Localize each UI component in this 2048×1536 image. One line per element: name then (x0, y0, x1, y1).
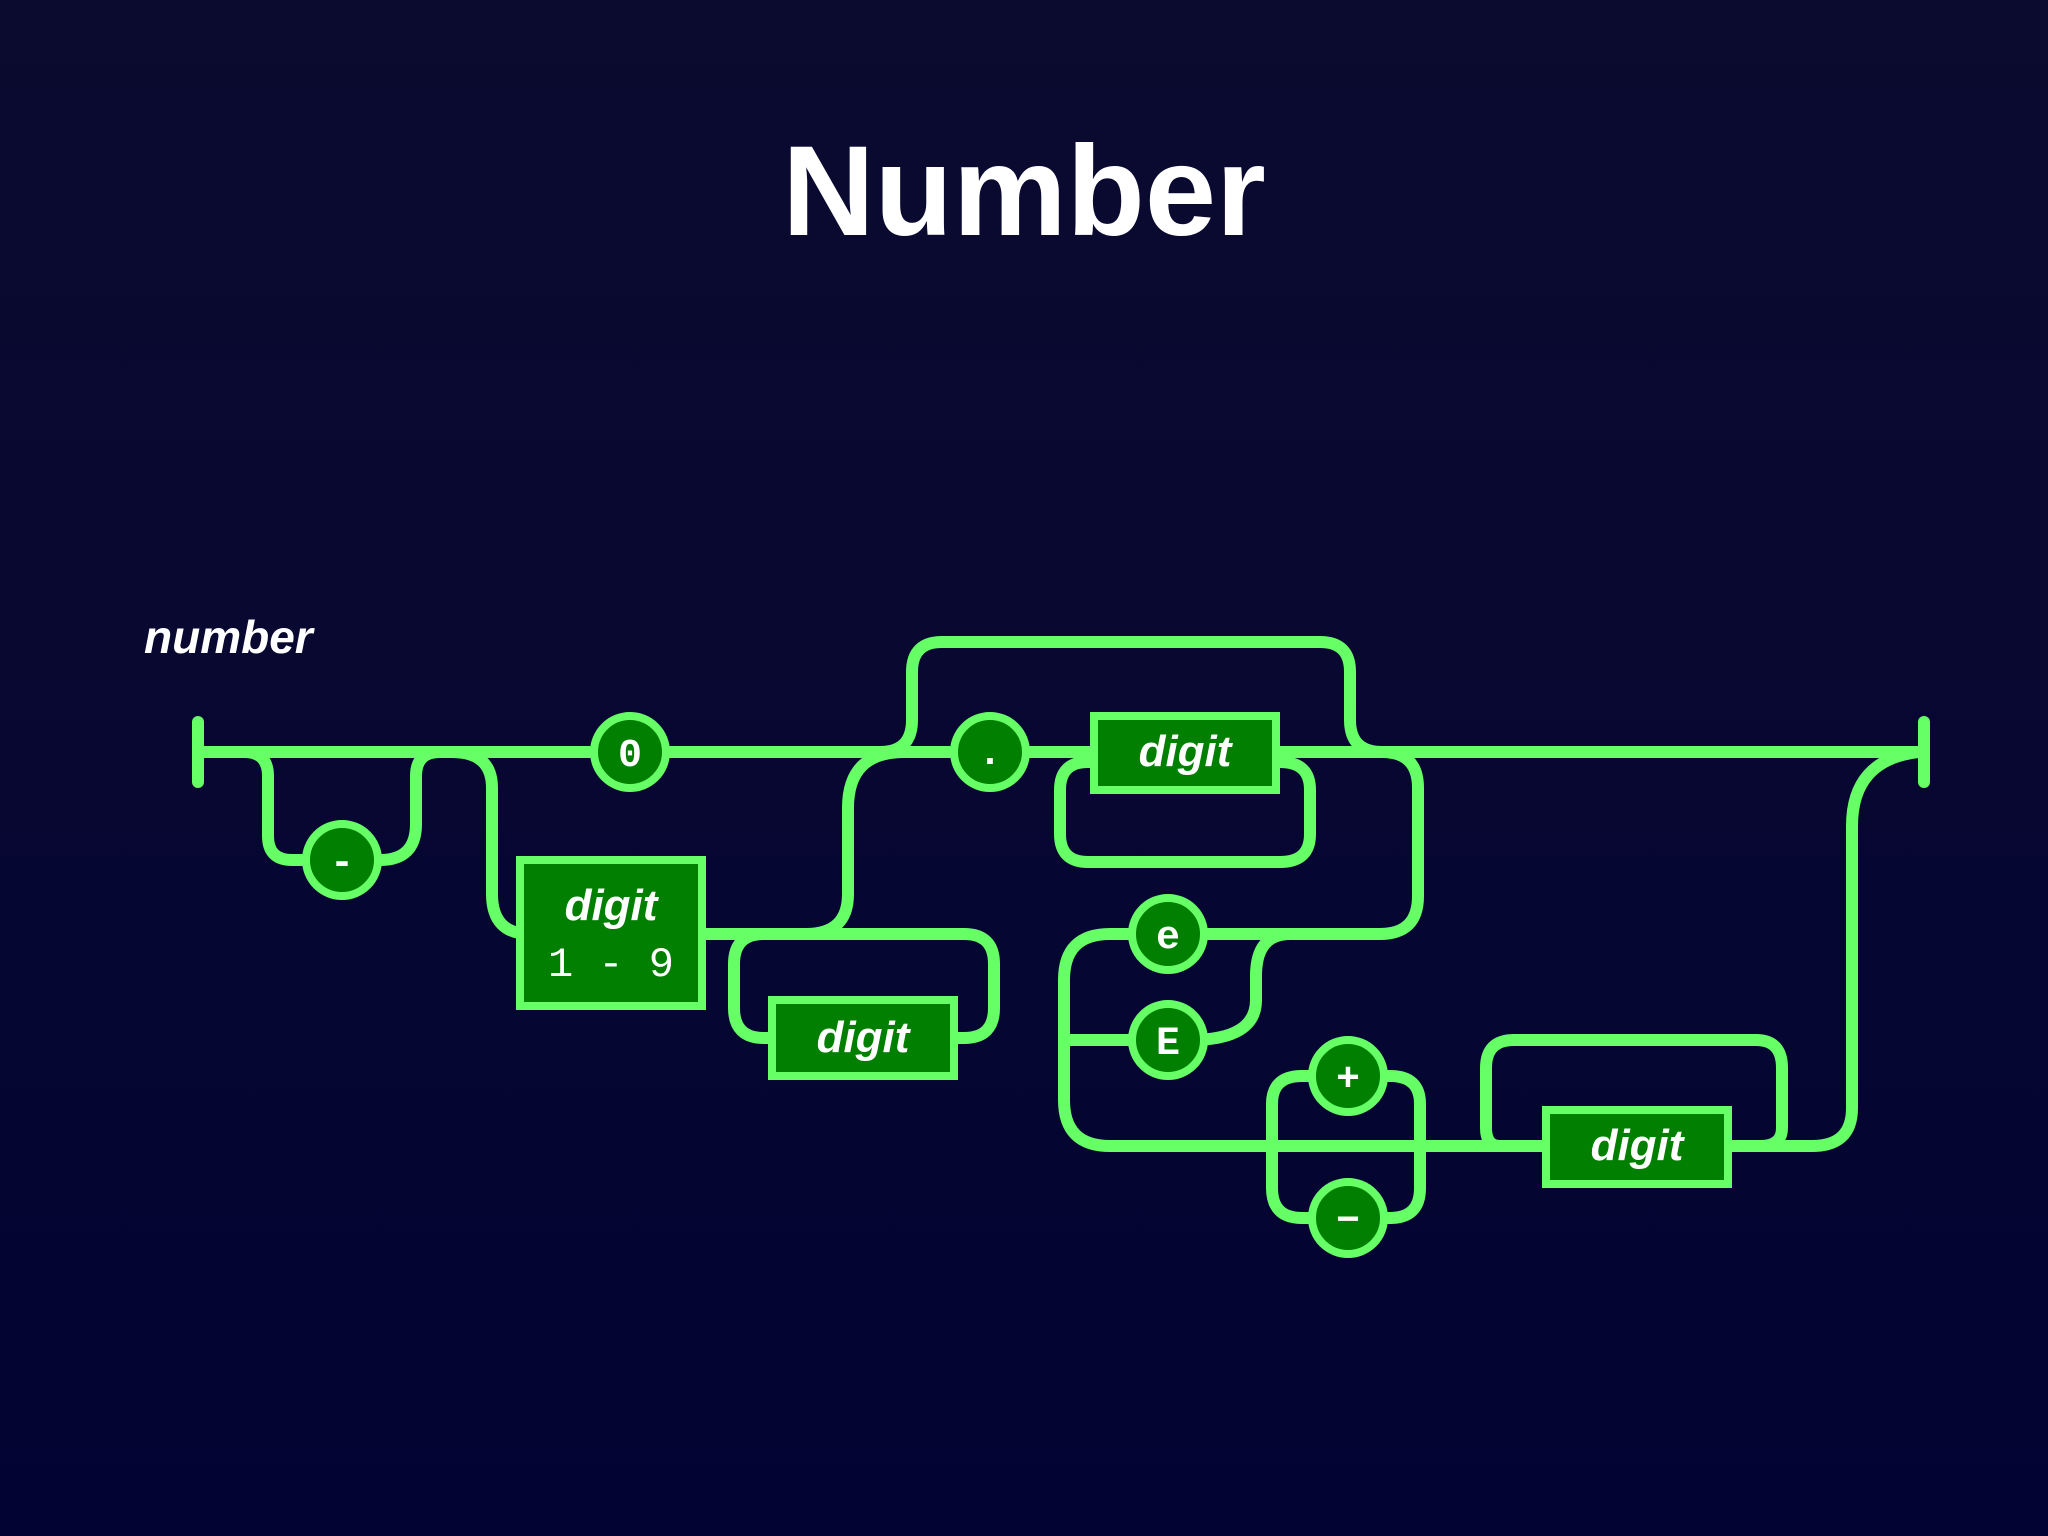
e-upper-label: E (1156, 1022, 1180, 1067)
int-digit-box (768, 996, 958, 1080)
digit-1-9-node: digit 1 - 9 (516, 856, 706, 1010)
exp-digit-node: digit (1542, 1106, 1732, 1188)
fraction-bypass (874, 636, 1388, 758)
exp-digit-label: digit (1591, 1121, 1686, 1170)
zero-node: 0 (590, 712, 670, 792)
frac-digit-label: digit (1139, 727, 1234, 776)
digit-1-9-box (516, 856, 706, 1010)
exp-minus-label: − (1336, 1200, 1360, 1245)
minus-circle (302, 820, 382, 900)
int-digit-loop (728, 928, 1000, 1044)
exp-digit-box (1542, 1106, 1732, 1188)
plus-label: + (1336, 1058, 1360, 1103)
plus-circle (1308, 1036, 1388, 1116)
e-upper-node: E (1128, 1000, 1208, 1080)
frac-digit-node: digit (1090, 712, 1280, 794)
plus-node: + (1308, 1036, 1388, 1116)
rule-name-label: number (144, 611, 313, 663)
e-upper-circle (1128, 1000, 1208, 1080)
digit-1-9-label: digit (565, 881, 660, 930)
e-lower-node: e (1128, 894, 1208, 974)
e-lower-circle (1128, 894, 1208, 974)
exp-minus-circle (1308, 1178, 1388, 1258)
int-digit-node: digit (768, 996, 958, 1080)
exponent-exit (1414, 746, 1924, 1152)
exponent-branch (1058, 746, 1506, 1152)
zero-label: 0 (618, 734, 642, 779)
exponent-upper-case-branch (1058, 928, 1296, 1046)
page-title: Number (782, 120, 1266, 263)
minus-label: - (330, 842, 354, 887)
zero-circle (590, 712, 670, 792)
int-digit-label: digit (817, 1013, 912, 1062)
frac-digit-box (1090, 712, 1280, 794)
dot-node: . (950, 712, 1030, 792)
exp-minus-node: − (1308, 1178, 1388, 1258)
minus-node: - (302, 820, 382, 900)
e-lower-label: e (1156, 916, 1180, 961)
frac-digit-loop (1054, 756, 1316, 868)
dot-circle (950, 712, 1030, 792)
digit-1-9-range: 1 - 9 (548, 941, 674, 989)
exp-digit-loop (1480, 1034, 1788, 1152)
dot-label: . (978, 732, 1002, 777)
